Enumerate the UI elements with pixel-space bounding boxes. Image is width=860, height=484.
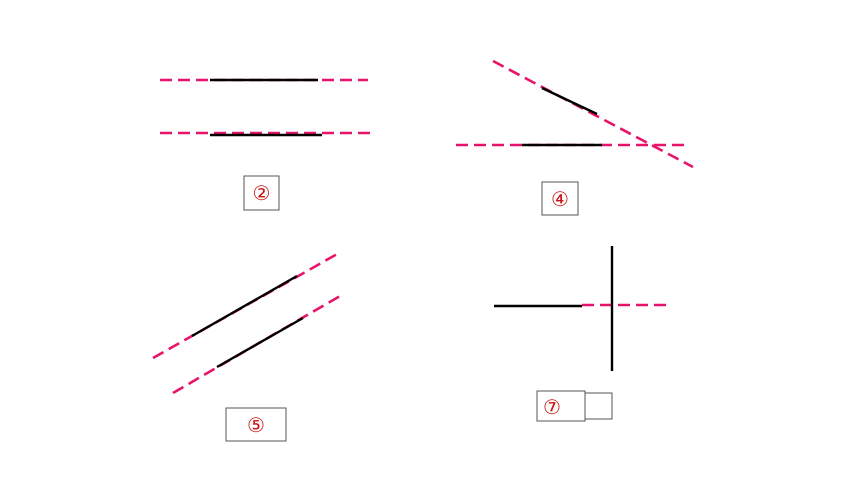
extension-line	[492, 59, 694, 169]
figure-label: ⑤	[247, 413, 265, 437]
figure-label-box	[225, 407, 287, 442]
figure-label-box	[243, 175, 280, 211]
segment-line	[541, 86, 598, 116]
figure-4: ④	[456, 59, 694, 216]
figure-label: ②	[253, 181, 271, 205]
figure-5: ⑤	[152, 251, 341, 442]
figure-label: ⑦	[543, 395, 561, 419]
figure-label-box	[541, 181, 579, 216]
figure-2: ②	[160, 78, 372, 211]
figure-label-box	[536, 390, 586, 422]
segment-line	[191, 274, 298, 338]
figure-label: ④	[551, 187, 569, 211]
segment-line	[216, 316, 304, 369]
figure-7: ⑦	[494, 246, 668, 422]
